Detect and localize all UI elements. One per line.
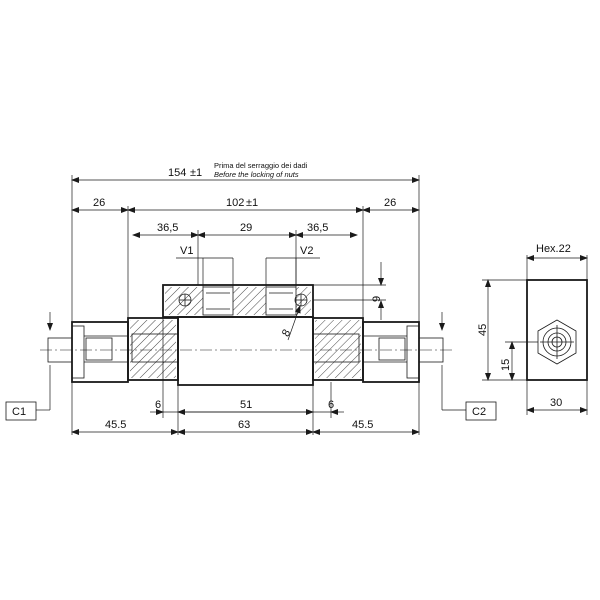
- hex-nut: [537, 319, 577, 365]
- callout-c1: C1: [5, 312, 53, 421]
- note-italian: Prima del serraggio dei dadi: [214, 161, 308, 170]
- dim-top-mid-tol: ±1: [246, 197, 258, 209]
- dim-bottom-left: 45.5: [105, 419, 126, 431]
- dim-overall-tol: ±1: [190, 167, 202, 179]
- dim-port-mid: 29: [240, 222, 252, 234]
- dim-height-9: 9: [371, 296, 383, 302]
- extension-lines: [71, 175, 420, 435]
- dim-side-height: 45: [477, 324, 489, 336]
- dim-inner-left: 6: [155, 399, 161, 411]
- dim-port-left: 36,5: [157, 222, 178, 234]
- dim-side-offset: 15: [500, 359, 512, 371]
- dim-inner-mid: 51: [240, 399, 252, 411]
- dim-top-mid: 102: [226, 197, 244, 209]
- side-view: Hex.22 45 15 30: [477, 243, 588, 415]
- dim-hole-8: 8: [280, 327, 294, 338]
- dim-bottom-right: 45.5: [352, 419, 373, 431]
- dim-hex: Hex.22: [536, 243, 571, 255]
- callout-c2: C2: [439, 312, 497, 421]
- note-english: Before the locking of nuts: [214, 170, 299, 179]
- dim-top-right: 26: [384, 197, 396, 209]
- label-v2: V2: [300, 245, 313, 257]
- dim-top-left: 26: [93, 197, 105, 209]
- fitting-right: [312, 317, 444, 383]
- dimension-lines: [71, 177, 420, 435]
- dim-side-width: 30: [550, 397, 562, 409]
- label-c1: C1: [12, 406, 26, 418]
- label-v1: V1: [180, 245, 193, 257]
- dim-bottom-mid: 63: [238, 419, 250, 431]
- dim-inner-right: 6: [328, 399, 334, 411]
- dim-port-right: 36,5: [307, 222, 328, 234]
- dim-overall: 154: [168, 167, 186, 179]
- valve-body: [162, 284, 314, 386]
- dimension-text: 154 ±1 Prima del serraggio dei dadi Befo…: [93, 161, 396, 431]
- label-c2: C2: [472, 406, 486, 418]
